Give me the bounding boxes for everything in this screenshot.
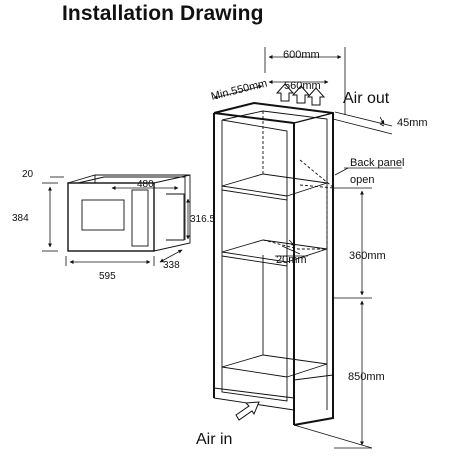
microwave-drawing: 20 384 595 480 316.5 338 [12, 169, 215, 282]
air-out-label: Air out [343, 90, 390, 107]
dim-front-offset: 20 [22, 169, 34, 180]
shelf-middle [221, 239, 328, 267]
dim-cabinet-depth: 600mm [283, 49, 320, 61]
microwave-door-window [81, 199, 125, 231]
air-out-arrows [275, 83, 326, 106]
dim-niche-height: 360mm [349, 250, 386, 262]
cabinet-drawing: 600mm Min.550mm 560mm Air out 45mm Back … [196, 47, 428, 449]
dim-appliance-depth: 338 [163, 260, 180, 271]
dim-appliance-width: 595 [99, 271, 116, 282]
dim-vent-gap: 20mm [276, 254, 307, 266]
dim-inner-cabinet-width: 560mm [284, 80, 321, 92]
page-title: Installation Drawing [62, 2, 264, 25]
dim-inner-width: 480 [137, 179, 154, 190]
back-panel-label-line1: Back panel [350, 157, 404, 169]
back-panel-dashed [262, 111, 335, 250]
microwave-control-panel [131, 189, 149, 247]
cabinet-base [213, 354, 328, 411]
microwave-back-box [166, 193, 185, 241]
microwave-front-frame [67, 182, 155, 252]
dim-inner-height: 316.5 [190, 214, 215, 225]
air-in-label: Air in [196, 431, 232, 448]
air-in-arrow [235, 401, 260, 421]
dim-base-height: 850mm [348, 371, 385, 383]
back-panel-label-line2: open [350, 174, 374, 186]
dim-min-width: Min.550mm [210, 77, 269, 103]
dim-appliance-height: 384 [12, 213, 29, 224]
dim-gap: 45mm [397, 117, 428, 129]
shelf-top [221, 173, 328, 201]
